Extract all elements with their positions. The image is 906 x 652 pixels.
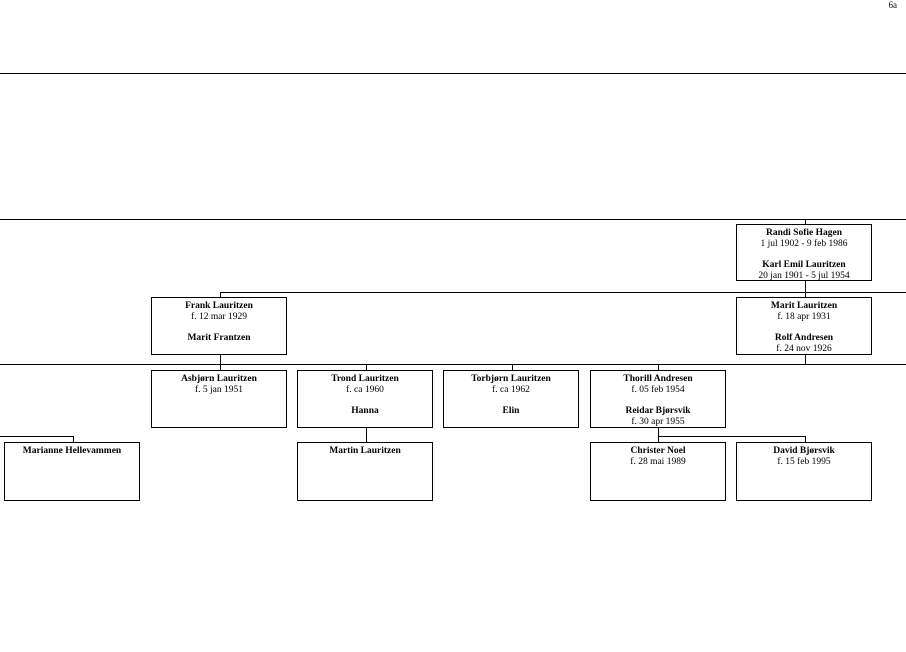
spouse-name: Reidar Bjørsvik [625, 406, 691, 416]
page-number: 6a [888, 0, 898, 10]
person-box-frank[interactable]: Frank Lauritzen f. 12 mar 1929 Marit Fra… [151, 297, 287, 355]
person-dates: f. 28 mai 1989 [630, 456, 686, 467]
spouse-dates: f. 30 apr 1955 [631, 416, 685, 427]
person-name: Thorill Andresen [623, 374, 693, 384]
person-name: Christer Noel [630, 446, 686, 456]
person-box-martin[interactable]: Martin Lauritzen [297, 442, 433, 501]
person-box-trond[interactable]: Trond Lauritzen f. ca 1960 Hanna [297, 370, 433, 428]
spouse-name: Karl Emil Lauritzen [762, 260, 846, 270]
person-dates: 1 jul 1902 - 9 feb 1986 [760, 238, 848, 249]
spouse-dates: 20 jan 1901 - 5 jul 1954 [758, 270, 850, 281]
person-dates: f. 05 feb 1954 [631, 384, 685, 395]
generation-divider [0, 219, 906, 220]
person-name: Marit Lauritzen [770, 301, 838, 311]
person-box-marit-lauritzen[interactable]: Marit Lauritzen f. 18 apr 1931 Rolf Andr… [736, 297, 872, 355]
person-name: Trond Lauritzen [331, 374, 399, 384]
generation-divider [0, 364, 906, 365]
person-dates: f. ca 1962 [492, 384, 530, 395]
generation-divider [0, 73, 906, 74]
spouse-name: Rolf Andresen [774, 333, 834, 343]
person-name: Martin Lauritzen [329, 446, 401, 456]
person-box-randi-karl[interactable]: Randi Sofie Hagen 1 jul 1902 - 9 feb 198… [736, 224, 872, 281]
person-dates: f. 12 mar 1929 [191, 311, 247, 322]
spouse-name: Marit Frantzen [187, 333, 251, 343]
person-dates: f. ca 1960 [346, 384, 384, 395]
person-name: Frank Lauritzen [185, 301, 253, 311]
person-box-torbjorn[interactable]: Torbjørn Lauritzen f. ca 1962 Elin [443, 370, 579, 428]
person-box-thorill[interactable]: Thorill Andresen f. 05 feb 1954 Reidar B… [590, 370, 726, 428]
person-name: Torbjørn Lauritzen [471, 374, 551, 384]
person-box-asbjorn[interactable]: Asbjørn Lauritzen f. 5 jan 1951 [151, 370, 287, 428]
person-name: Randi Sofie Hagen [765, 228, 842, 238]
person-box-marianne[interactable]: Marianne Hellevammen [4, 442, 140, 501]
person-box-christer[interactable]: Christer Noel f. 28 mai 1989 [590, 442, 726, 501]
person-name: Asbjørn Lauritzen [181, 374, 257, 384]
person-name: Marianne Hellevammen [22, 446, 122, 456]
person-dates: f. 18 apr 1931 [777, 311, 831, 322]
spouse-name: Hanna [351, 406, 379, 416]
spouse-dates: f. 24 nov 1926 [776, 343, 832, 354]
spouse-name: Elin [502, 406, 520, 416]
person-dates: f. 5 jan 1951 [194, 384, 244, 395]
person-box-david[interactable]: David Bjørsvik f. 15 feb 1995 [736, 442, 872, 501]
person-name: David Bjørsvik [773, 446, 835, 456]
person-dates: f. 15 feb 1995 [777, 456, 831, 467]
